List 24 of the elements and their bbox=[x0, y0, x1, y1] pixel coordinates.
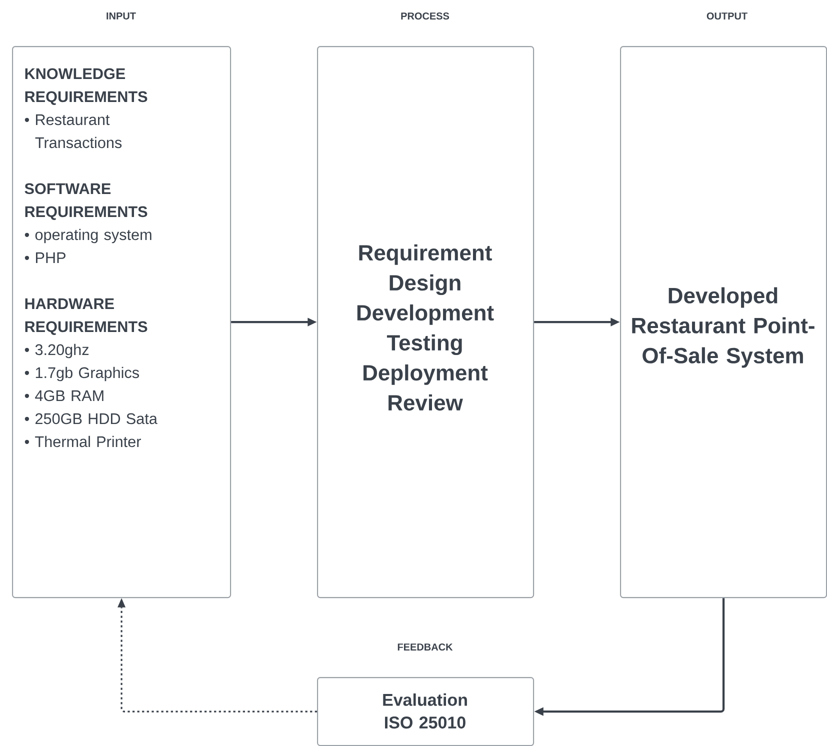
list-item: • 250GB HDD Sata bbox=[24, 413, 158, 424]
process-step: Testing bbox=[386, 334, 462, 356]
process-step: Review bbox=[388, 394, 463, 411]
process-step: Development bbox=[357, 304, 494, 325]
column-heading: OUTPUT bbox=[706, 12, 748, 20]
process-step: Deployment bbox=[364, 364, 488, 385]
list-item: • 4GB RAM bbox=[24, 390, 104, 402]
list-item: • Restaurant Transactions bbox=[24, 114, 122, 148]
list-item: • Thermal Printer bbox=[24, 436, 141, 448]
section-heading: HARDWARE REQUIREMENTS bbox=[25, 298, 148, 335]
list-item: • PHP bbox=[24, 252, 66, 263]
process-step: Design bbox=[390, 274, 460, 296]
list-item: • 3.20ghz bbox=[24, 344, 89, 358]
evaluation-text: Evaluation ISO 25010 bbox=[383, 693, 467, 729]
arrow bbox=[118, 598, 317, 712]
column-heading: PROCESS bbox=[401, 12, 450, 20]
process-step: Requirement bbox=[359, 244, 492, 265]
list-item: • operating system bbox=[24, 228, 152, 244]
output-text: Developed Restaurant Point-Of-Sale System bbox=[632, 287, 814, 368]
column-heading: INPUT bbox=[106, 12, 136, 20]
column-heading: FEEDBACK bbox=[398, 643, 453, 651]
section-heading: SOFTWARE REQUIREMENTS bbox=[24, 183, 148, 220]
section-heading: KNOWLEDGE REQUIREMENTS bbox=[25, 68, 148, 105]
list-item: • 1.7gb Graphics bbox=[24, 366, 139, 382]
